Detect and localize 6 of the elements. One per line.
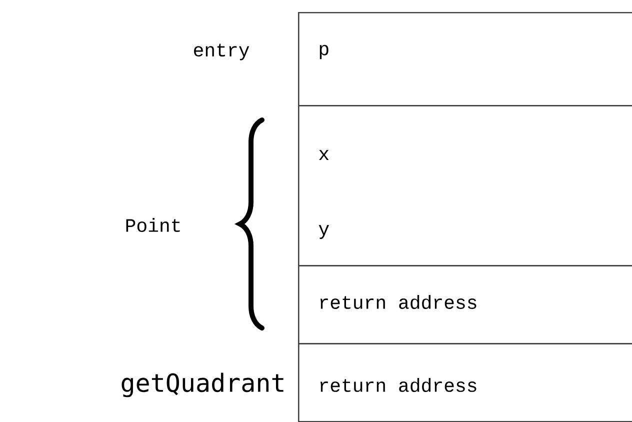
stack-cell: return address bbox=[298, 342, 632, 422]
stack-label: Point bbox=[126, 218, 180, 232]
stack-cell: p bbox=[298, 12, 632, 106]
stack-label: entry bbox=[194, 44, 250, 60]
stack-cell: return address bbox=[298, 264, 632, 344]
stack-label: getQuadrant bbox=[122, 372, 284, 398]
